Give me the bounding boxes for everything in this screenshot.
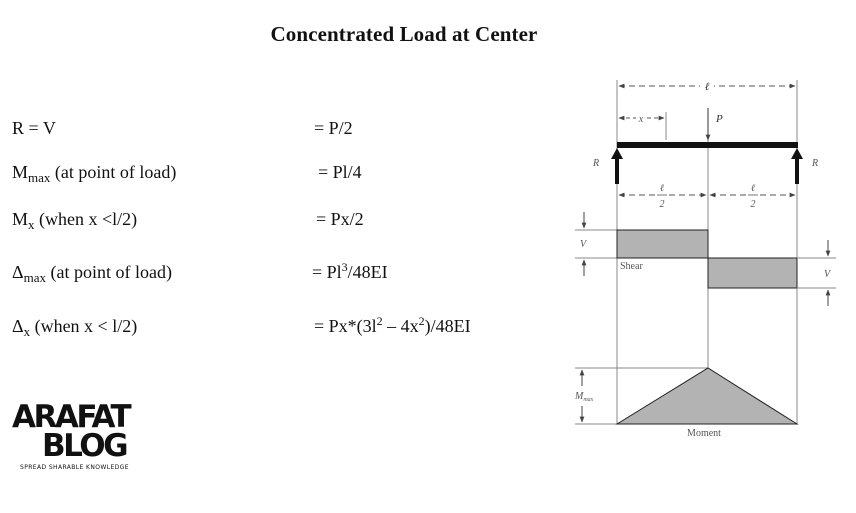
formula-rhs: = Pl/4	[318, 162, 362, 182]
formula-row-deflection-x: Δx (when x < l/2) = Px*(3l2 – 4x2)/48EI	[12, 314, 532, 342]
shear-label: Shear	[620, 261, 643, 272]
formula-row-mmax: Mmax (at point of load) = Pl/4	[12, 162, 532, 188]
formula-rhs: = Px*(3l2 – 4x2)/48EI	[314, 314, 471, 336]
half-span-left-denominator: 2	[660, 199, 665, 210]
logo-line-arafat: ARAFAT	[12, 399, 132, 435]
half-span-left-numerator: ℓ	[660, 183, 664, 194]
formula-rhs: = P/2	[314, 118, 353, 138]
mmax-label: Mmax	[574, 391, 594, 403]
formula-row-deflection-max: Δmax (at point of load) = Pl3/48EI	[12, 260, 532, 288]
reaction-left-label: R	[592, 158, 599, 169]
v-left-label: V	[580, 239, 588, 250]
reaction-left-arrow	[611, 148, 623, 184]
half-span-right-denominator: 2	[751, 199, 756, 210]
formula-lhs: Mx (when x <l/2)	[12, 209, 138, 232]
formula-row-mx: Mx (when x <l/2) = Px/2	[12, 209, 532, 235]
span-label: ℓ	[705, 81, 710, 93]
formula-lhs: Mmax (at point of load)	[12, 162, 177, 185]
formula-lhs: Δmax (at point of load)	[12, 262, 172, 285]
formula-rhs: = Pl3/48EI	[312, 260, 388, 282]
blog-logo: ARAFAT BLOG SPREAD SHARABLE KNOWLEDGE	[12, 402, 136, 474]
logo-tagline: SPREAD SHARABLE KNOWLEDGE	[20, 464, 129, 471]
formula-row-reaction: R = V = P/2	[12, 118, 532, 144]
formula-lhs: R = V	[12, 118, 56, 138]
logo-line-blog: BLOG	[42, 428, 129, 464]
v-right-label: V	[824, 269, 832, 280]
beam-diagram: ℓ x P R R ℓ 2 ℓ 2 V Sh	[560, 72, 850, 452]
formula-rhs: = Px/2	[316, 209, 364, 229]
x-label: x	[638, 114, 644, 125]
shear-positive-block	[616, 229, 709, 259]
shear-negative-block	[707, 257, 798, 289]
page-title: Concentrated Load at Center	[270, 22, 538, 46]
half-span-right-numerator: ℓ	[751, 183, 755, 194]
load-label: P	[715, 113, 723, 125]
formula-lhs: Δx (when x < l/2)	[12, 316, 138, 339]
reaction-right-label: R	[811, 158, 818, 169]
moment-triangle	[615, 367, 799, 425]
reaction-right-arrow	[791, 148, 803, 184]
beam	[617, 142, 798, 148]
moment-label: Moment	[687, 428, 721, 439]
beam-diagram-svg: ℓ x P R R ℓ 2 ℓ 2 V Sh	[574, 80, 836, 439]
